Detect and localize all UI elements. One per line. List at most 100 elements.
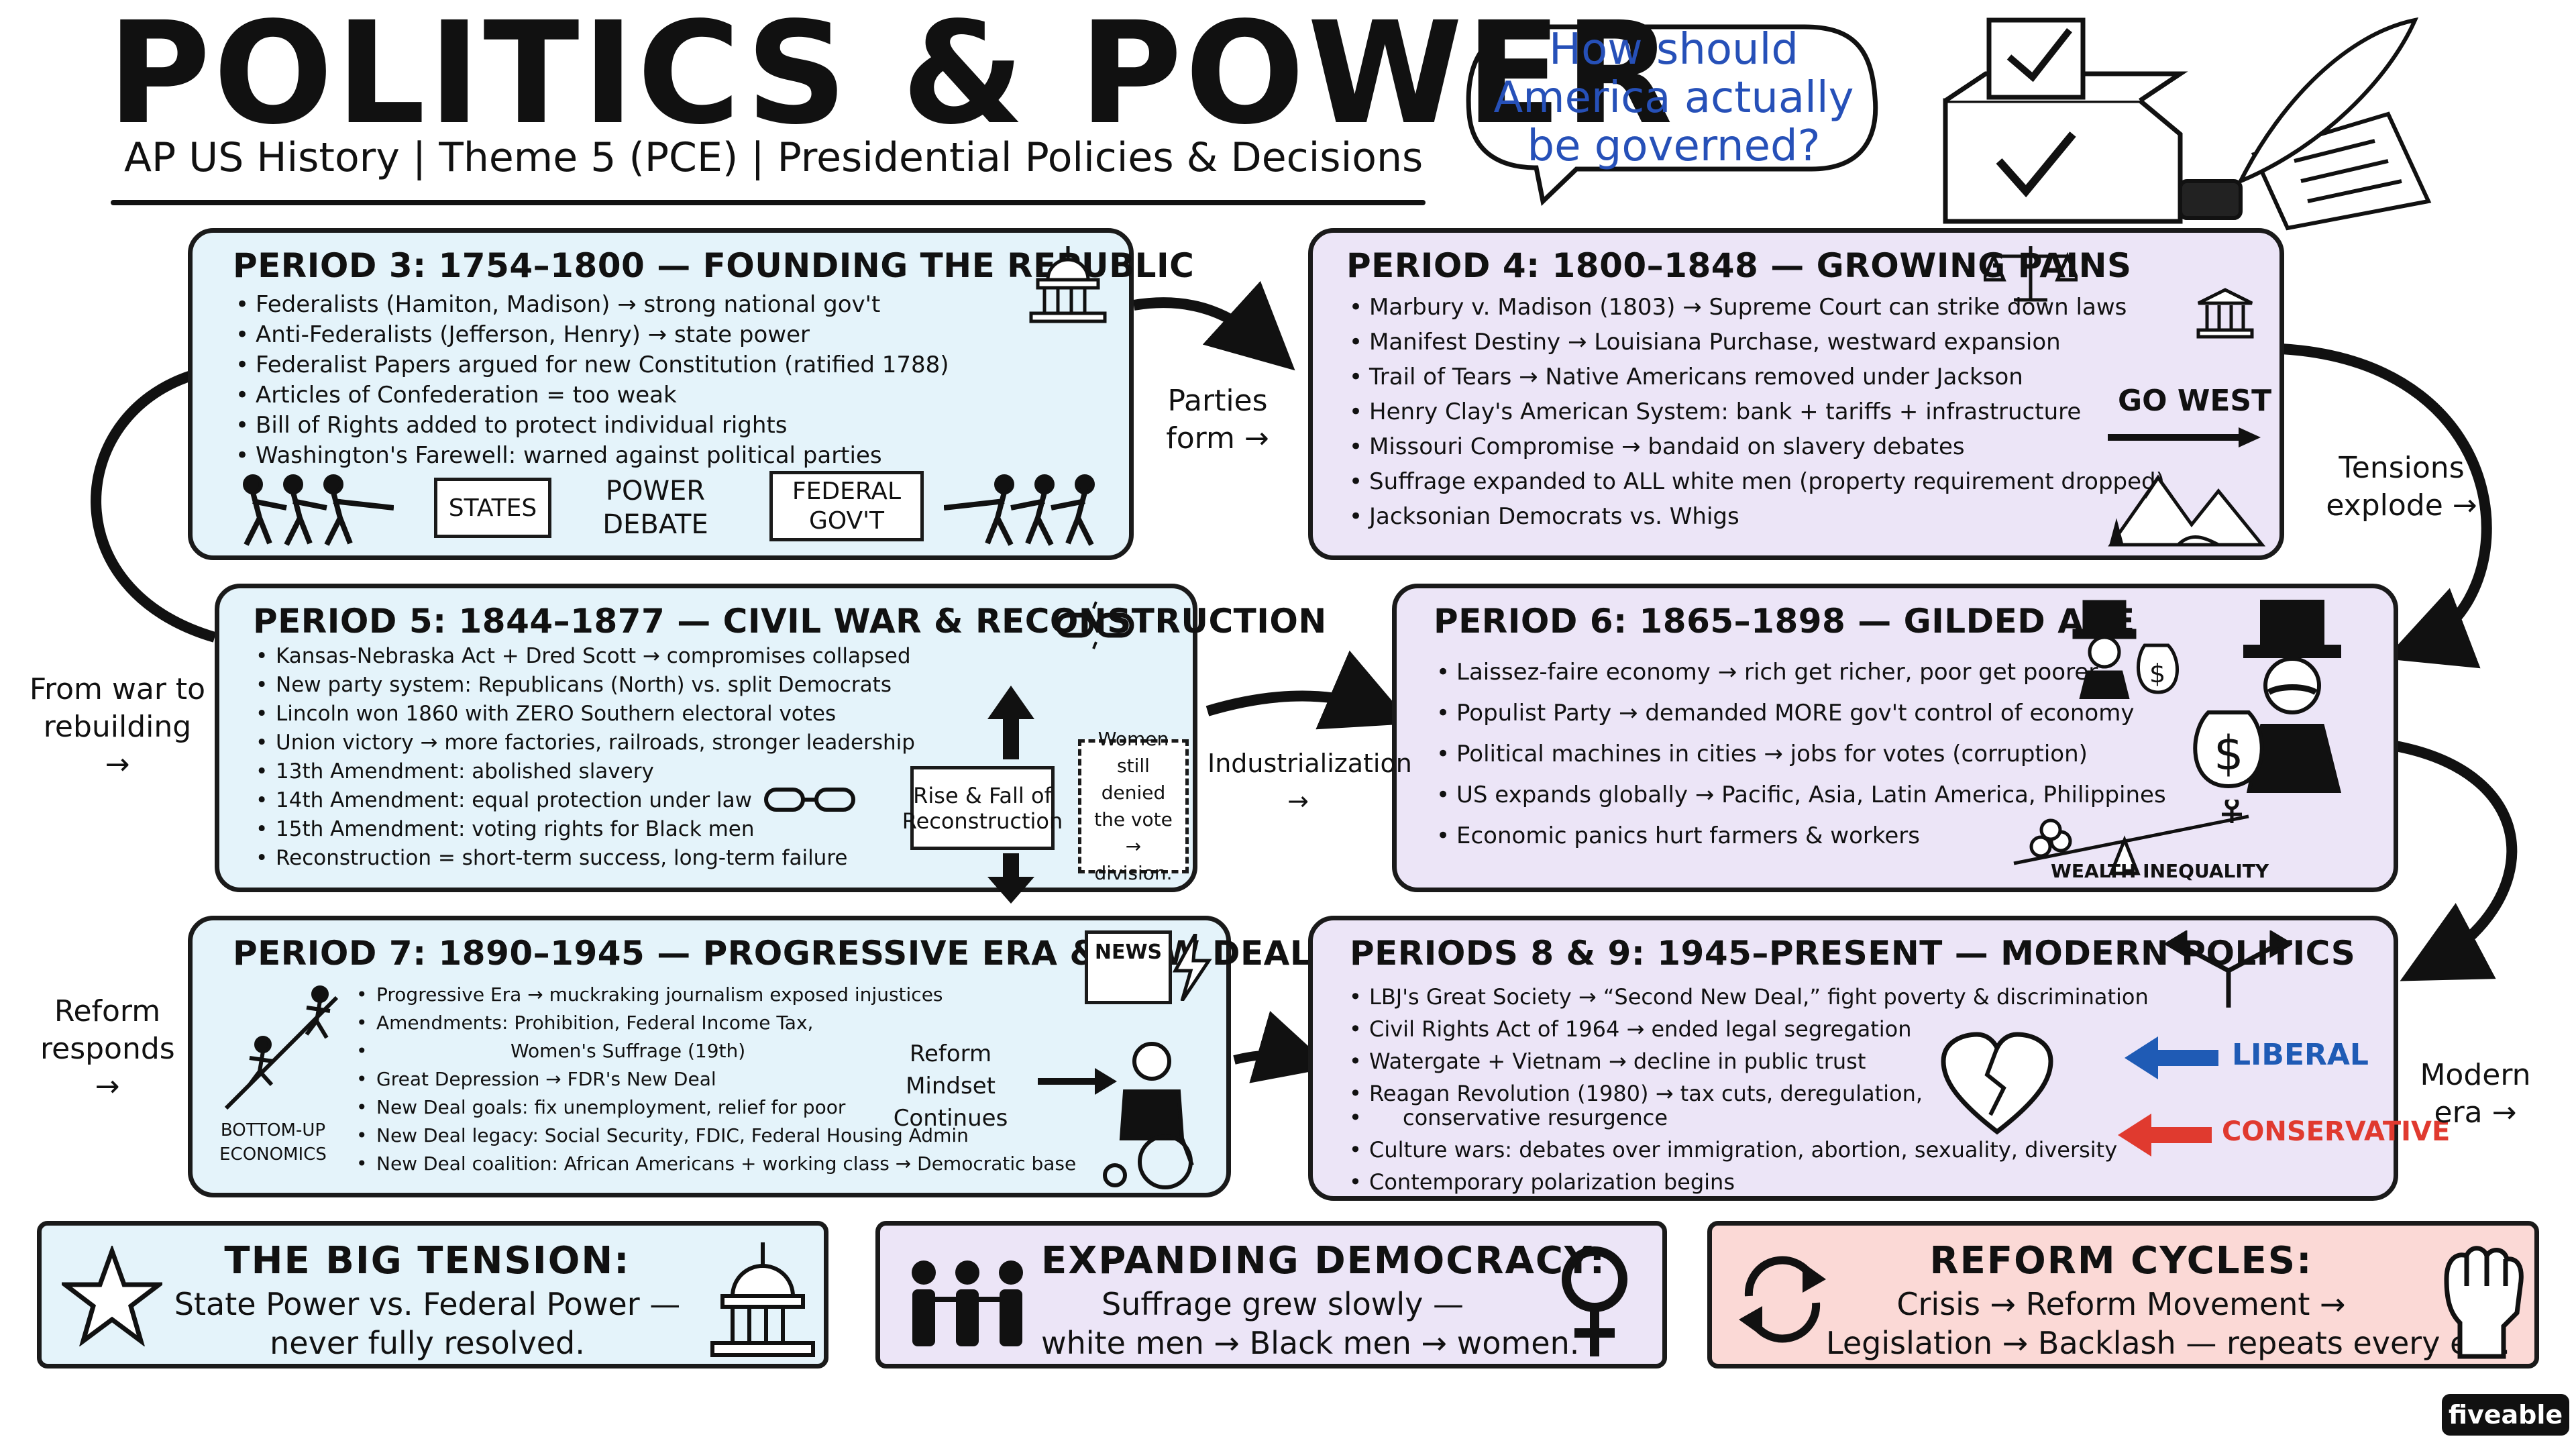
list-item-continuation: conservative resurgence [1349, 1102, 2149, 1134]
list-item-continuation: Women's Suffrage (19th) [356, 1037, 1076, 1065]
courthouse-icon [2196, 288, 2254, 339]
industrialization-label: Industrialization → [1208, 749, 1412, 816]
list-item: Jacksonian Democrats vs. Whigs [1349, 499, 2165, 534]
list-item: Bill of Rights added to protect individu… [235, 411, 949, 441]
arrow-p7-p89 [1233, 1010, 1332, 1083]
liberal-arrow-icon [2125, 1036, 2218, 1079]
period-6-title: PERIOD 6: 1865–1898 — GILDED AGE [1434, 602, 2135, 641]
go-west-arrow-icon [2108, 427, 2261, 447]
reform-cycles-box: REFORM CYCLES: Crisis → Reform Movement … [1707, 1221, 2539, 1368]
list-item: Suffrage expanded to ALL white men (prop… [1349, 464, 2165, 499]
list-item: New party system: Republicans (North) vs… [256, 671, 915, 700]
list-item: Economic panics hurt farmers & workers [1436, 816, 2166, 857]
list-item: Union victory → more factories, railroad… [256, 729, 915, 757]
broken-chain-small-icon [764, 788, 855, 812]
main-title: POLITICS & POWER [107, 0, 1676, 156]
periods-8-9-title: PERIODS 8 & 9: 1945–PRESENT — MODERN POL… [1350, 934, 2356, 973]
period-7-box: PERIOD 7: 1890–1945 — PROGRESSIVE ERA & … [188, 916, 1311, 1197]
go-west-label: GO WEST [2118, 384, 2272, 418]
list-item: Culture wars: debates over immigration, … [1349, 1134, 2149, 1166]
women-note: Women still denied the vote → division. [1078, 728, 1189, 884]
bottom-up-label: BOTTOM-UP ECONOMICS [219, 1120, 327, 1165]
list-item: Missouri Compromise → bandaid on slavery… [1349, 429, 2165, 464]
broken-heart-icon [1941, 1032, 2053, 1135]
expanding-democracy-box: EXPANDING DEMOCRACY: Suffrage grew slowl… [875, 1221, 1667, 1368]
subtitle: AP US History | Theme 5 (PCE) | Presiden… [124, 134, 1424, 181]
period-7-list: Progressive Era → muckraking journalism … [354, 981, 1076, 1178]
periods-8-9-box: PERIODS 8 & 9: 1945–PRESENT — MODERN POL… [1308, 916, 2450, 1201]
news-icon: NEWS [1085, 930, 1172, 1004]
period-3-title: PERIOD 3: 1754–1800 — FOUNDING THE REPUB… [233, 246, 1195, 285]
broken-chain-icon [1055, 601, 1134, 649]
wealth-inequality-seesaw-icon [2013, 800, 2249, 875]
period-6-box: PERIOD 6: 1865–1898 — GILDED AGE Laissez… [1392, 584, 2398, 892]
list-item: Kansas-Nebraska Act + Dred Scott → compr… [256, 642, 915, 671]
suffrage-line: Women's Suffrage (19th) [511, 1040, 746, 1062]
tug-of-war-left-icon [243, 474, 394, 546]
lightning-icon [1172, 934, 1212, 1001]
list-item: 13th Amendment: abolished slavery [256, 757, 915, 786]
question-text: How should America actually be governed? [1493, 25, 1854, 171]
tycoon-icon: $ [2193, 600, 2342, 793]
big-tension-title: THE BIG TENSION: [224, 1239, 631, 1283]
speech-bubble [1466, 24, 1878, 206]
arrow-p3-p5 [91, 370, 217, 643]
war-rebuild-label: From war to rebuilding → [29, 672, 206, 782]
list-item: Marbury v. Madison (1803) → Supreme Cour… [1349, 290, 2165, 325]
period-3-list: Federalists (Hamiton, Madison) → strong … [233, 290, 949, 471]
list-item: 15th Amendment: voting rights for Black … [256, 815, 915, 844]
period-5-list: Kansas-Nebraska Act + Dred Scott → compr… [253, 642, 915, 873]
list-item: Progressive Era → muckraking journalism … [356, 981, 1076, 1009]
list-item: Amendments: Prohibition, Federal Income … [356, 1009, 1076, 1037]
period-4-list: Marbury v. Madison (1803) → Supreme Cour… [1346, 290, 2165, 534]
modern-era-label: Modern era → [2420, 1058, 2531, 1130]
list-item: Articles of Confederation = too weak [235, 380, 949, 411]
up-arrow-icon [987, 686, 1034, 759]
list-item: Federalist Papers argued for new Constit… [235, 350, 949, 380]
conservative-arrow-icon [2118, 1114, 2212, 1157]
ballot-box-icon [1943, 17, 2188, 224]
list-item: Henry Clay's American System: bank + tar… [1349, 394, 2165, 429]
quill-icon [2178, 17, 2432, 231]
arrow-p6-p89 [2387, 739, 2518, 981]
mountains-icon [2108, 474, 2265, 547]
expanding-democracy-title: EXPANDING DEMOCRACY: [1041, 1239, 1606, 1283]
conservative-label: CONSERVATIVE [2222, 1116, 2451, 1147]
svg-text:$: $ [2214, 726, 2244, 781]
list-item: Lincoln won 1860 with ZERO Southern elec… [256, 700, 915, 729]
fdr-wheelchair-icon [1103, 1042, 1194, 1189]
split-road-icon [2165, 930, 2292, 1008]
period-6-list: Laissez-faire economy → rich get richer,… [1434, 652, 2166, 857]
period-5-box: PERIOD 5: 1844–1877 — CIVIL WAR & RECONS… [215, 584, 1326, 904]
federal-label: FEDERAL GOV'T [769, 471, 924, 541]
period-3-box: PERIOD 3: 1754–1800 — FOUNDING THE REPUB… [188, 228, 1194, 560]
list-item: Great Depression → FDR's New Deal [356, 1065, 1076, 1093]
power-debate-label: POWER DEBATE [602, 476, 708, 540]
list-item: Federalists (Hamiton, Madison) → strong … [235, 290, 949, 320]
reform-label: Reform responds → [40, 994, 175, 1104]
list-item: Trail of Tears → Native Americans remove… [1349, 360, 2165, 394]
list-item: Washington's Farewell: warned against po… [235, 441, 949, 471]
climbing-stairs-icon [224, 985, 339, 1110]
tensions-label: Tensions explode → [2326, 451, 2477, 523]
list-item: Manifest Destiny → Louisiana Purchase, w… [1349, 325, 2165, 360]
arrow-p3-p4 [1132, 280, 1295, 371]
mindset-arrow-icon [1038, 1068, 1117, 1095]
rise-fall-label: Rise & Fall of Reconstruction [902, 766, 1063, 850]
tycoon-small-icon: $ [2072, 600, 2179, 699]
svg-text:$: $ [2149, 659, 2165, 688]
reform-mindset-label: Reform Mindset Continues [893, 1040, 1008, 1132]
list-item: LBJ's Great Society → “Second New Deal,”… [1349, 981, 2149, 1013]
period-5-title: PERIOD 5: 1844–1877 — CIVIL WAR & RECONS… [253, 602, 1327, 641]
wealth-inequality-label: WEALTH INEQUALITY [2051, 860, 2269, 882]
liberal-label: LIBERAL [2232, 1038, 2369, 1072]
cycle-arrows-icon [1739, 1256, 1826, 1343]
list-item: New Deal coalition: African Americans + … [356, 1150, 1076, 1178]
states-label: STATES [434, 478, 551, 538]
expanding-democracy-text-2: white men → Black men → women. [1041, 1325, 1580, 1361]
list-item: Reconstruction = short-term success, lon… [256, 844, 915, 873]
capitol-icon [1029, 246, 1107, 323]
list-item: Political machines in cities → jobs for … [1436, 734, 2166, 775]
fiveable-logo[interactable]: fiveable [2442, 1394, 2569, 1436]
